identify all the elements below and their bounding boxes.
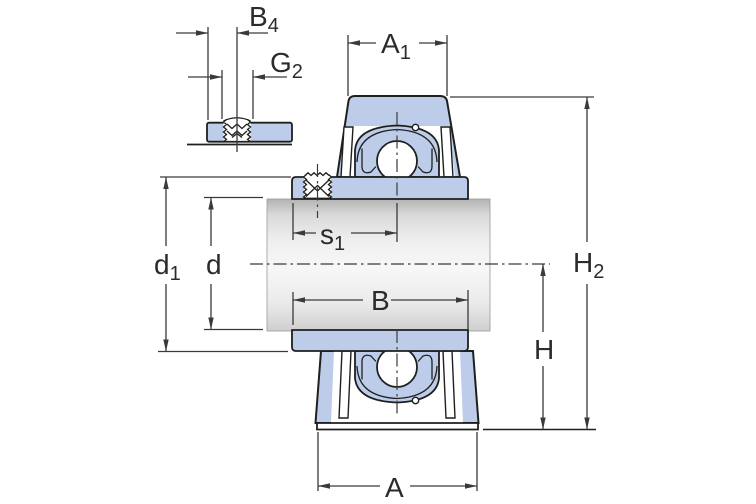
label-a1: A1 — [381, 28, 411, 64]
label-g2: G2 — [270, 47, 303, 83]
label-h: H — [534, 334, 554, 365]
dimension-g2: G2 — [188, 47, 303, 119]
dimension-h2: H2 — [573, 97, 604, 430]
seal-upper-right — [417, 148, 433, 174]
bearing-assembly-upper — [291, 95, 469, 218]
seal-upper-left — [361, 148, 377, 174]
seal-lower-right — [417, 354, 433, 380]
main-cross-section-view: A1 s1 B d d1 — [154, 28, 604, 503]
lube-nib-lower — [411, 396, 420, 405]
seal-lower-left — [361, 354, 377, 380]
dimension-h: H — [534, 264, 554, 430]
dimension-b4: B4 — [176, 1, 279, 152]
base-plate — [316, 422, 479, 431]
dimension-a1: A1 — [347, 28, 448, 96]
dimension-b: B — [292, 285, 469, 330]
label-s1: s1 — [320, 219, 345, 255]
lube-nib-upper — [411, 123, 420, 132]
inner-ring-lower — [291, 329, 469, 352]
label-h2: H2 — [573, 247, 604, 283]
dimension-a: A — [317, 432, 478, 503]
label-b4: B4 — [249, 1, 279, 37]
bearing-assembly-lower — [291, 329, 480, 431]
set-screw-front — [302, 164, 333, 218]
dimension-d: d — [204, 196, 263, 331]
dimension-s1: s1 — [292, 203, 398, 255]
outer-ring-seat-line-lower — [356, 365, 438, 400]
set-screw-detail-view: B4 G2 — [176, 1, 303, 152]
label-d1: d1 — [154, 249, 181, 285]
label-d: d — [206, 249, 222, 280]
inner-ring-upper — [291, 176, 469, 200]
dimension-d1: d1 — [154, 176, 291, 353]
label-a: A — [385, 472, 404, 503]
label-b: B — [371, 285, 390, 316]
